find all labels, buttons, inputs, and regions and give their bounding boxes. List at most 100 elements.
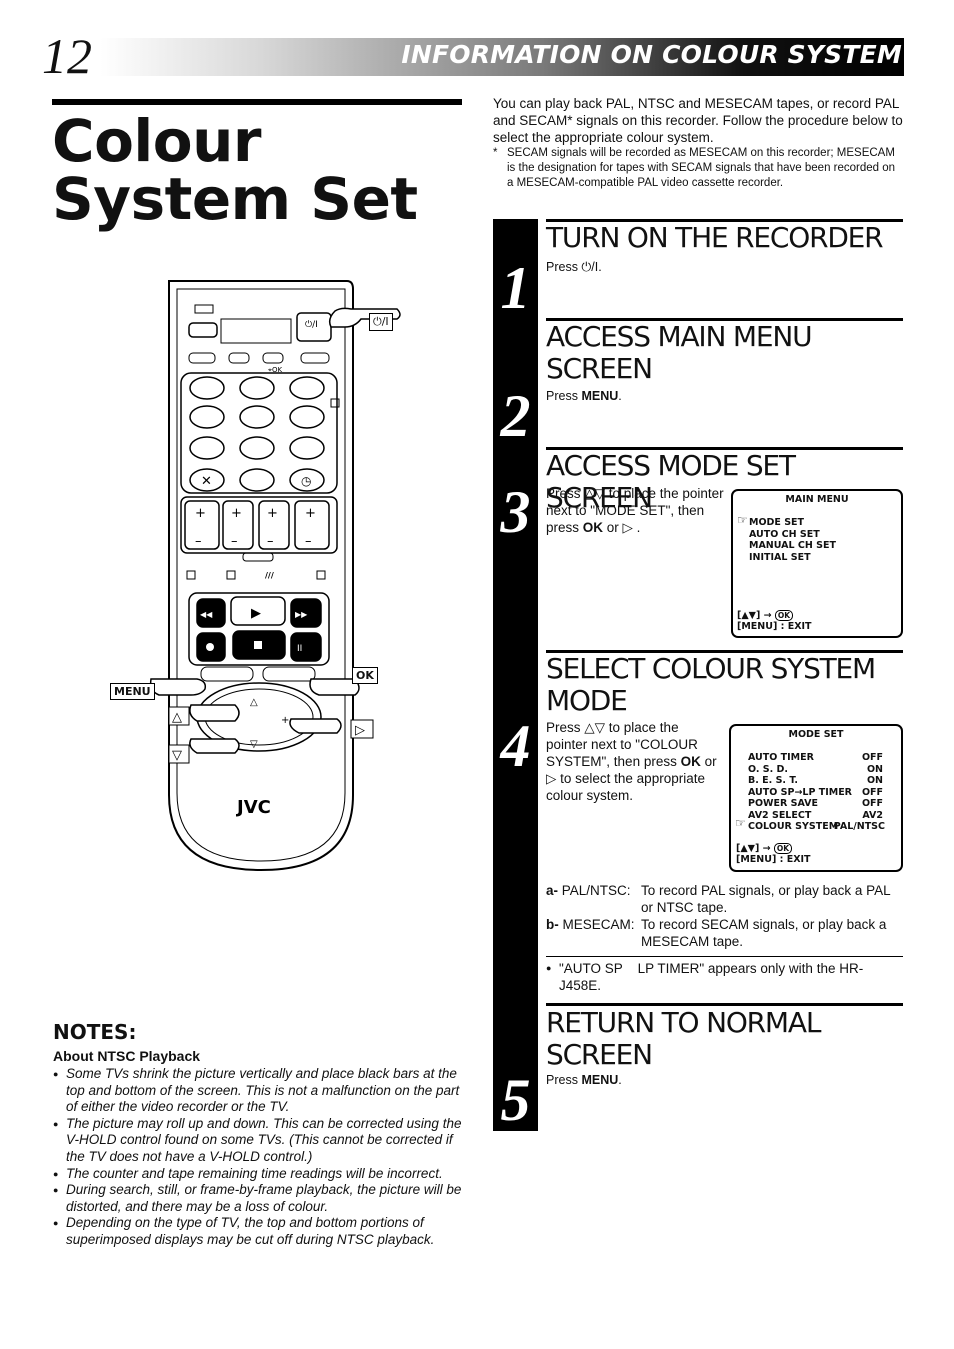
svg-text:–: –: [195, 534, 202, 549]
step-4-text-post: or ▷ to select the appropriate colour sy…: [546, 754, 717, 803]
svg-text:◷: ◷: [301, 474, 312, 488]
colour-system-options: a- PAL/NTSC: To record PAL signals, or p…: [546, 882, 906, 950]
power-button-label: ⏻/I: [369, 313, 393, 331]
remote-control-illustration: ⏻/I ⌖OK ✕ ◷ ++++ –––– /// ▶: [149, 280, 401, 872]
page-number: 12: [42, 28, 92, 84]
exit-hint: [MENU] : EXIT: [736, 854, 811, 865]
footnote-mark: *: [493, 147, 498, 159]
nav-hint-arrows: [▲▼] →: [737, 610, 772, 621]
notes-list: Some TVs shrink the picture vertically a…: [53, 1066, 463, 1249]
note-item: During search, still, or frame-by-frame …: [53, 1182, 463, 1215]
svg-text:▷: ▷: [355, 723, 365, 738]
option-name: PAL/NTSC:: [561, 883, 631, 898]
main-menu-screen: MAIN MENU ☞ MODE SET AUTO CH SET MANUAL …: [731, 489, 903, 638]
nav-hint: [▲▼] → OK: [737, 610, 794, 622]
svg-text:▶▶: ▶▶: [295, 610, 308, 619]
svg-text:▽: ▽: [250, 739, 258, 750]
mode-set-value: OFF: [861, 752, 883, 763]
step-number-column: [493, 219, 538, 1131]
step-4-rule: [546, 650, 903, 653]
svg-text:–: –: [305, 534, 312, 549]
option-description: To record PAL signals, or play back a PA…: [641, 883, 891, 915]
step-4-text-key: OK: [680, 754, 701, 769]
step-5-rule: [546, 1003, 903, 1006]
intro-text: You can play back PAL, NTSC and MESECAM …: [493, 96, 903, 145]
step-5-text-post: .: [618, 1073, 622, 1087]
notes-subheading: About NTSC Playback: [53, 1048, 201, 1064]
step-3-text: Press △▽ to place the pointer next to "M…: [546, 485, 724, 536]
page-title-line1: Colour: [52, 107, 262, 175]
svg-text:▶: ▶: [251, 606, 261, 621]
divider: [546, 956, 903, 957]
step-4-note: ● "AUTO SP LP TIMER" appears only with t…: [546, 960, 886, 994]
notes-heading: NOTES:: [53, 1020, 137, 1044]
main-menu-caption: MAIN MENU: [785, 494, 849, 505]
step-4-text: Press △▽ to place the pointer next to "C…: [546, 719, 718, 804]
option-row: a- PAL/NTSC: To record PAL signals, or p…: [546, 882, 906, 916]
pointing-hand-icons: [149, 307, 401, 754]
step-1-rule: [546, 219, 903, 222]
step-2-text: Press MENU.: [546, 388, 622, 405]
footnote-text: SECAM signals will be recorded as MESECA…: [507, 147, 896, 189]
ok-icon: OK: [774, 610, 794, 621]
power-small-label: ⏻/I: [305, 319, 318, 330]
mode-set-label: AUTO TIMER: [748, 752, 814, 763]
mode-set-label: COLOUR SYSTEM: [748, 821, 839, 832]
pointer-icon: ☞: [735, 816, 746, 830]
svg-text:△: △: [250, 697, 258, 708]
step-3-heading: ACCESS MODE SET SCREEN: [546, 449, 796, 514]
mode-set-value: ON: [866, 775, 883, 786]
step-number-4: 4: [500, 713, 531, 779]
svg-text:▽: ▽: [172, 748, 182, 763]
step-4-heading: SELECT COLOUR SYSTEM MODE: [546, 652, 876, 717]
ok-button-label: OK: [352, 667, 378, 684]
option-description: To record SECAM signals, or play back a …: [641, 917, 887, 949]
step-2-text-post: .: [618, 389, 622, 403]
svg-text:–: –: [231, 534, 238, 549]
page-title: Colour System Set: [52, 112, 418, 228]
step-2-text-key: MENU: [581, 389, 619, 403]
option-row: b- MESECAM: To record SECAM signals, or …: [546, 916, 906, 950]
mode-set-value: OFF: [861, 786, 883, 798]
svg-text:+: +: [267, 506, 278, 521]
header-bar: [100, 38, 904, 76]
step-5-text-key: MENU: [581, 1073, 619, 1087]
mode-set-label: O. S. D.: [748, 763, 789, 775]
step-number-5: 5: [500, 1067, 531, 1133]
step-number-2: 2: [500, 383, 531, 449]
step-2-heading: ACCESS MAIN MENU SCREEN: [546, 320, 813, 385]
step-3-text-pre: Press △▽ to place the pointer next to "M…: [546, 486, 724, 535]
svg-text:◀◀: ◀◀: [200, 610, 213, 619]
mode-set-label: POWER SAVE: [748, 798, 819, 809]
main-menu-item: INITIAL SET: [749, 551, 811, 563]
step-1-heading: TURN ON THE RECORDER: [546, 221, 884, 254]
mode-set-caption: MODE SET: [788, 729, 844, 740]
option-name: MESECAM:: [562, 917, 635, 932]
menu-button-label: MENU: [110, 683, 155, 700]
note-item: Some TVs shrink the picture vertically a…: [53, 1066, 463, 1116]
nav-hint: [▲▼] → OK: [736, 843, 793, 855]
step-3-text-post: or ▷ .: [603, 520, 641, 535]
svg-text:II: II: [297, 644, 302, 654]
svg-text:///: ///: [265, 571, 274, 580]
option-key: a-: [546, 883, 559, 898]
step-5-heading: RETURN TO NORMAL SCREEN: [546, 1006, 821, 1071]
ok-icon: OK: [773, 843, 793, 854]
mode-set-value: AV2: [862, 809, 883, 821]
main-menu-item: MANUAL CH SET: [749, 540, 836, 551]
exit-hint: [MENU] : EXIT: [737, 621, 812, 632]
note-item: Depending on the type of TV, the top and…: [53, 1215, 463, 1248]
step-1-text: Press ⏻/I.: [546, 260, 602, 274]
step-number-1: 1: [500, 255, 531, 321]
main-menu-item: MODE SET: [749, 517, 805, 528]
main-menu-item: AUTO CH SET: [749, 528, 820, 540]
mode-set-label: AUTO SP→LP TIMER: [748, 786, 852, 798]
step-5-text-pre: Press: [546, 1073, 582, 1087]
jvc-logo: JVC: [235, 797, 271, 818]
step-2-rule: [546, 318, 903, 321]
step-3-text-key: OK: [582, 520, 604, 535]
svg-text:⌖OK: ⌖OK: [268, 366, 282, 374]
intro-footnote: * SECAM signals will be recorded as MESE…: [493, 146, 898, 191]
page-title-line2: System Set: [52, 165, 418, 233]
